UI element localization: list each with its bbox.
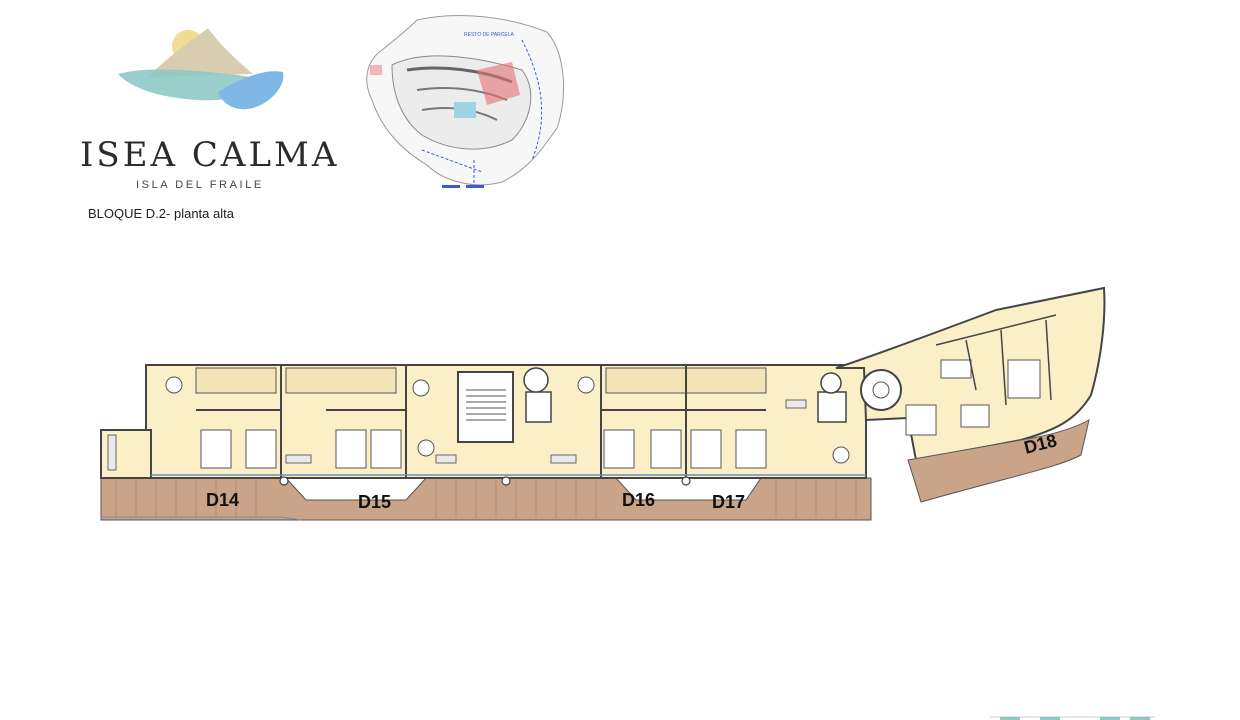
- logo-mark: [118, 28, 284, 110]
- block-label: BLOQUE D.2- planta alta: [88, 206, 234, 221]
- pool: [454, 102, 476, 118]
- unit-label-d17: D17: [712, 492, 746, 512]
- unit-label-d16: D16: [622, 490, 656, 510]
- stair-core: [457, 371, 514, 443]
- brand-logo: [78, 22, 328, 200]
- terrace: [100, 477, 872, 521]
- site-plan: RESTO DE PARCELA: [366, 15, 564, 188]
- brand-subtitle: ISLA DEL FRAILE: [136, 179, 264, 191]
- highlighted-block: [477, 62, 520, 105]
- spiral-stair: [860, 369, 902, 411]
- d18-terrace: [907, 419, 1090, 503]
- unit-label-d14: D14: [206, 490, 240, 510]
- site-plan-label: RESTO DE PARCELA: [464, 32, 514, 38]
- unit-label-d15: D15: [358, 492, 392, 512]
- brand-name: ISEA CALMA: [80, 135, 340, 175]
- scale-bar: [990, 716, 1155, 720]
- elevator: [525, 391, 552, 423]
- floor-plan: [100, 286, 1106, 521]
